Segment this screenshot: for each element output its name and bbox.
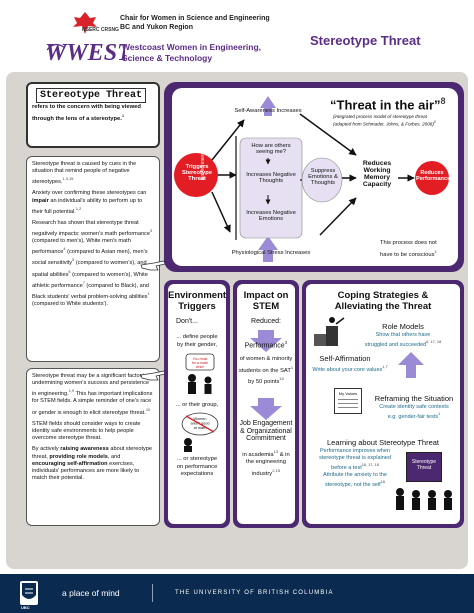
trigger-item-2: ... or their group, (175, 402, 219, 408)
pointing-hand-icon (140, 370, 166, 381)
sign-holder-icon: You must be a math whiz! (185, 353, 215, 394)
description-p2: Anxiety over confirming these stereotype… (32, 190, 147, 215)
self-affirmation-label: Self-Affirmation (319, 354, 371, 363)
down-arrow-icon (250, 330, 282, 352)
suppress-label: Suppress Emotions & Thoughts (308, 168, 338, 186)
board-icon: Stereotype Threat (406, 452, 442, 482)
reframing-label: Reframing the Situation (374, 394, 454, 403)
ubc-label: UBC (21, 605, 30, 610)
model-subtitle-2: (adapted from Schmader, Johns, & Forbes,… (333, 120, 436, 127)
svg-text:Women: Women (193, 417, 206, 421)
description-box: Stereotype threat is caused by cues in t… (26, 156, 160, 362)
values-card-label: My Values (338, 391, 358, 396)
values-card: My Values (334, 388, 362, 414)
coping-inner (306, 284, 460, 524)
down-arrow-icon (250, 398, 282, 420)
up-arrow-icon (398, 352, 424, 378)
svg-text:at math: at math (194, 426, 207, 430)
org-name-line1: Westcoast Women in Engineering, (122, 42, 262, 52)
svg-text:be a math: be a math (192, 361, 208, 365)
negative-emotions-label: Increases Negative Emotions (246, 210, 296, 222)
pointing-hand-icon (140, 260, 166, 271)
svg-text:You must: You must (193, 357, 208, 361)
header: NSERC CRSNG Chair for Women in Science a… (0, 0, 474, 80)
footer-tagline: a place of mind (62, 588, 120, 598)
role-models-label: Role Models (382, 322, 424, 331)
nserc-logo-text: NSERC CRSNG (82, 27, 119, 33)
speech-bubble-icon: Women aren't good at math (181, 412, 219, 452)
page-title: Stereotype Threat (310, 33, 421, 48)
nserc-logo-icon (73, 12, 97, 34)
physiological-stress-label: Physiological Stress Increases (231, 250, 311, 256)
learning-label: Learning about Stereotype Threat (326, 438, 440, 447)
dont-label: Don't... (176, 318, 198, 325)
podium-icon (314, 317, 345, 346)
working-memory-label: Reduces Working Memory Capacity (362, 160, 392, 188)
performance-label: Reduces Performance (416, 170, 451, 182)
board-text: Stereotype Threat (411, 459, 437, 471)
how-others-label: How are others seeing me? (251, 143, 291, 155)
implications-p3: By actively raising awareness about ster… (32, 446, 153, 482)
chair-region: BC and Yukon Region (120, 24, 193, 31)
definition-text: refers to the concern with being viewed … (32, 104, 141, 122)
svg-text:whiz!: whiz! (196, 365, 204, 369)
description-p3: Research has shown that stereotype threa… (32, 219, 153, 307)
model-subtitle-1: (integrated process model of stereotype … (333, 114, 427, 119)
implications-box: Stereotype threat may be a significant f… (26, 368, 160, 526)
implications-p1: Stereotype threat may be a significant f… (32, 373, 153, 416)
audience-icon (396, 488, 452, 510)
description-p1: Stereotype threat is caused by cues in t… (32, 161, 137, 186)
footer-university: THE UNIVERSITY OF BRITISH COLUMBIA (175, 590, 334, 596)
footer-divider (152, 584, 153, 602)
reduced-label: Reduced: (251, 318, 281, 325)
coping-title: Coping Strategies &Alleviating the Threa… (334, 290, 432, 312)
stem-performance-label: Performance3 (244, 341, 288, 350)
triggers-label: Triggers Stereotype Threat (182, 164, 212, 182)
ubc-logo-icon (20, 581, 38, 605)
wwest-logo-icon: WWEST (45, 40, 125, 66)
org-name-line2: Science & Technology (122, 53, 213, 63)
chair-name: Chair for Women in Science and Engineeri… (120, 15, 270, 22)
model-title: “Threat in the air”8 (330, 96, 446, 113)
implications-p2: STEM fields should consider ways to crea… (32, 420, 141, 442)
footer (0, 574, 474, 613)
negative-thoughts-label: Increases Negative Thoughts (246, 172, 296, 184)
model-note: This process does not have to be conscio… (380, 240, 437, 258)
definition-title: Stereotype Threat (36, 88, 147, 103)
self-affirmation-text: Write about your core values1,7 (312, 365, 388, 373)
self-awareness-label: Self-Awareness Increases (234, 108, 302, 114)
env-triggers-inner (168, 284, 226, 524)
